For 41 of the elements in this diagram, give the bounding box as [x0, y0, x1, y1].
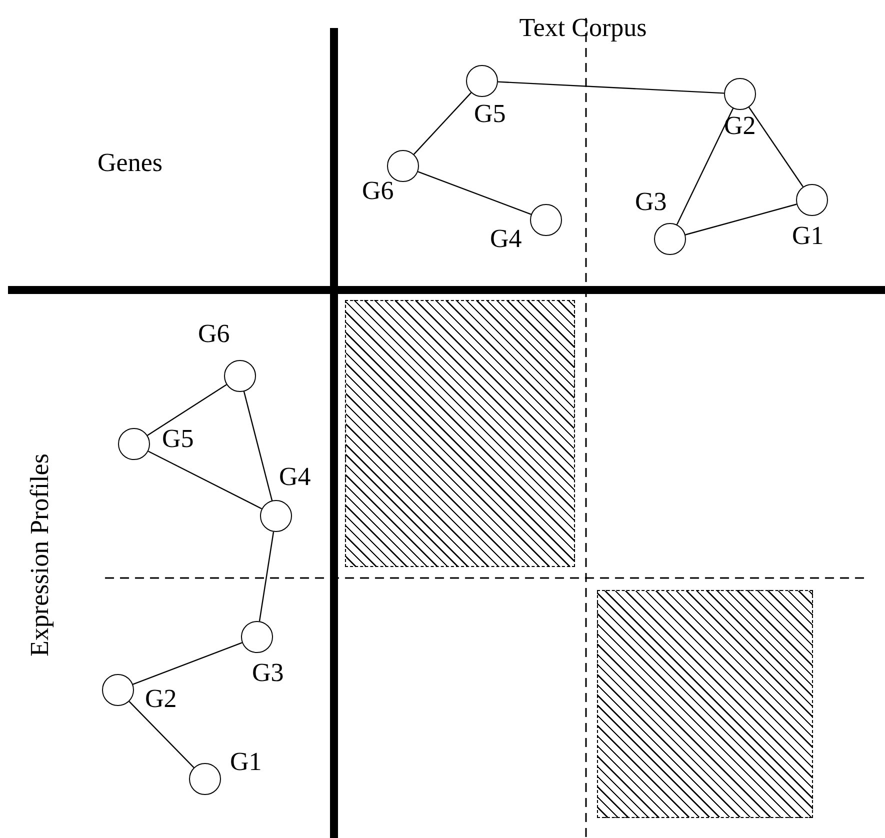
gene-label: G4: [279, 464, 311, 490]
gene-label: G4: [490, 226, 522, 252]
gene-label: G5: [162, 426, 194, 452]
gene-node: [654, 223, 686, 255]
connector-line: [132, 642, 242, 685]
gene-node: [530, 204, 562, 236]
hatched-block: [345, 300, 575, 567]
connector-line: [748, 106, 804, 188]
connector-line: [498, 81, 724, 94]
gene-node: [724, 78, 756, 110]
gene-label: G1: [792, 223, 824, 249]
gene-label: G6: [198, 321, 230, 347]
gene-node: [241, 621, 273, 653]
connector-line: [148, 450, 262, 510]
section-title: Text Corpus: [519, 15, 647, 41]
gene-label: G5: [474, 101, 506, 127]
gene-node: [387, 150, 419, 182]
connector-line: [676, 108, 734, 225]
connector-line: [685, 204, 797, 236]
hatched-block: [597, 590, 813, 818]
section-title: Genes: [98, 150, 162, 176]
gene-label: G1: [230, 749, 262, 775]
connector-line: [413, 92, 472, 155]
gene-node: [102, 674, 134, 706]
gene-label: G3: [252, 660, 284, 686]
connector-line: [418, 171, 532, 215]
gene-label: G2: [145, 686, 177, 712]
gene-node: [189, 763, 221, 795]
gene-label: G3: [635, 189, 667, 215]
connector-line: [258, 532, 274, 622]
connector-line: [243, 391, 273, 501]
gene-node: [260, 500, 292, 532]
connector-line: [147, 384, 227, 436]
gene-node: [796, 184, 828, 216]
gene-node: [118, 428, 150, 460]
connector-line: [128, 701, 194, 768]
gene-label: G2: [724, 113, 756, 139]
gene-node: [466, 65, 498, 97]
gene-label: G6: [362, 178, 394, 204]
gene-node: [224, 360, 256, 392]
axis-title: Expression Profiles: [27, 454, 53, 656]
